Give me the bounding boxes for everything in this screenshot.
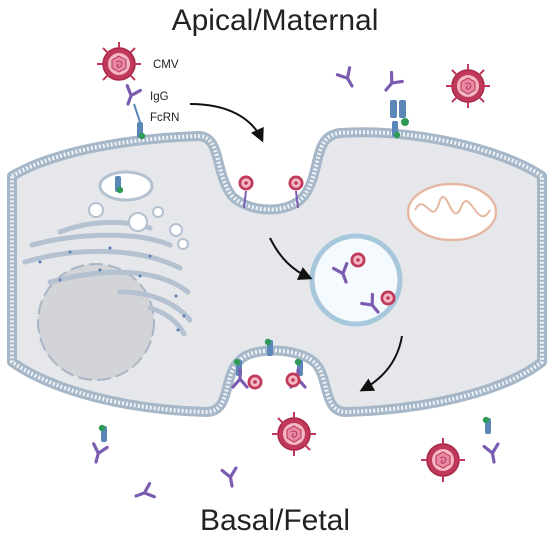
basal-title: Basal/Fetal <box>199 504 351 537</box>
label-fcrn: FcRN <box>150 112 179 124</box>
label-cmv: CMV <box>153 59 179 71</box>
cmv-virus-basal-2 <box>426 443 460 477</box>
endosome <box>309 233 403 327</box>
arrow-exocytosis <box>359 335 403 392</box>
cell-membrane-inner <box>10 130 544 415</box>
golgi-ribosomes <box>38 246 186 332</box>
mitochondrion <box>406 182 498 242</box>
golgi-vesicles <box>88 202 189 250</box>
arrow-endocytosis <box>189 103 264 143</box>
label-igg: IgG <box>150 91 169 103</box>
small-vesicle <box>98 170 154 202</box>
arrow-to-endosome <box>269 237 313 280</box>
apical-title: Apical/Maternal <box>171 4 379 37</box>
